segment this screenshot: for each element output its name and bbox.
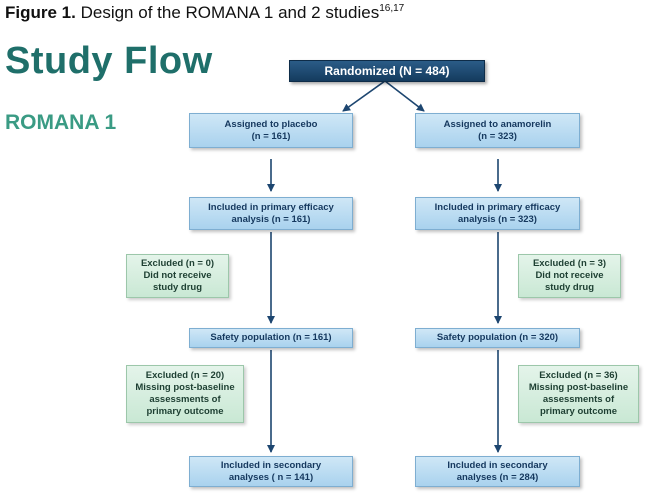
anamorelin-secondary-line-1: Included in secondary [447,459,548,471]
randomized-label: Randomized (N = 484) [324,64,450,78]
anamorelin-primary-line-2: analysis (n = 323) [458,213,537,225]
anamorelin-assigned-line-1: Assigned to anamorelin [443,118,552,130]
anamorelin-excluded-drug-line-2: Did not receive [535,270,604,281]
anamorelin-primary-box: Included in primary efficacy analysis (n… [415,197,580,230]
figure-caption: Figure 1. Design of the ROMANA 1 and 2 s… [5,3,404,23]
anamorelin-safety-box: Safety population (n = 320) [415,328,580,348]
anamorelin-excluded-assess-box: Excluded (n = 36) Missing post-baseline … [518,365,639,423]
anamorelin-excluded-drug-box: Excluded (n = 3) Did not receive study d… [518,254,621,298]
placebo-secondary-line-2: analyses ( n = 141) [228,471,314,483]
anamorelin-excluded-assess-line-3: assessments of [542,394,615,405]
arrow-randomized-to-placebo [342,80,386,112]
placebo-assigned-box: Assigned to placebo (n = 161) [189,113,353,148]
placebo-secondary-box: Included in secondary analyses ( n = 141… [189,456,353,487]
placebo-excluded-drug-box: Excluded (n = 0) Did not receive study d… [126,254,229,298]
anamorelin-primary-line-1: Included in primary efficacy [434,201,561,213]
placebo-excluded-assess-line-2: Missing post-baseline [135,382,235,393]
page-title: Study Flow [5,40,213,82]
arrow-randomized-to-anamorelin [384,80,425,112]
placebo-primary-line-1: Included in primary efficacy [208,201,334,213]
placebo-excluded-drug-line-2: Did not receive [143,270,212,281]
placebo-excluded-drug-line-3: study drug [152,282,203,293]
anamorelin-assigned-line-2: (n = 323) [478,130,517,142]
anamorelin-secondary-box: Included in secondary analyses (n = 284) [415,456,580,487]
anamorelin-excluded-drug-line-3: study drug [544,282,595,293]
randomized-box: Randomized (N = 484) [289,60,485,82]
placebo-excluded-assess-line-1: Excluded (n = 20) [145,370,225,381]
placebo-excluded-assess-line-4: primary outcome [146,406,224,417]
placebo-primary-box: Included in primary efficacy analysis (n… [189,197,353,230]
placebo-assigned-line-1: Assigned to placebo [224,118,318,130]
anamorelin-excluded-drug-line-1: Excluded (n = 3) [532,258,607,269]
figure-references: 16,17 [379,3,405,14]
figure-caption-text: Design of the ROMANA 1 and 2 studies [80,3,380,22]
placebo-secondary-line-1: Included in secondary [220,459,322,471]
figure-label: Figure 1. [5,3,76,22]
study-name: ROMANA 1 [5,111,117,134]
placebo-primary-line-2: analysis (n = 161) [231,213,311,225]
placebo-excluded-assess-box: Excluded (n = 20) Missing post-baseline … [126,365,244,423]
placebo-assigned-line-2: (n = 161) [251,130,291,142]
anamorelin-excluded-assess-line-4: primary outcome [539,406,618,417]
placebo-safety-box: Safety population (n = 161) [189,328,353,348]
anamorelin-excluded-assess-line-1: Excluded (n = 36) [539,370,618,381]
anamorelin-assigned-box: Assigned to anamorelin (n = 323) [415,113,580,148]
placebo-excluded-assess-line-3: assessments of [149,394,221,405]
placebo-safety-label: Safety population (n = 161) [210,332,332,343]
anamorelin-secondary-line-2: analyses (n = 284) [456,471,539,483]
placebo-excluded-drug-line-1: Excluded (n = 0) [140,258,215,269]
anamorelin-excluded-assess-line-2: Missing post-baseline [528,382,629,393]
anamorelin-safety-label: Safety population (n = 320) [436,332,559,343]
